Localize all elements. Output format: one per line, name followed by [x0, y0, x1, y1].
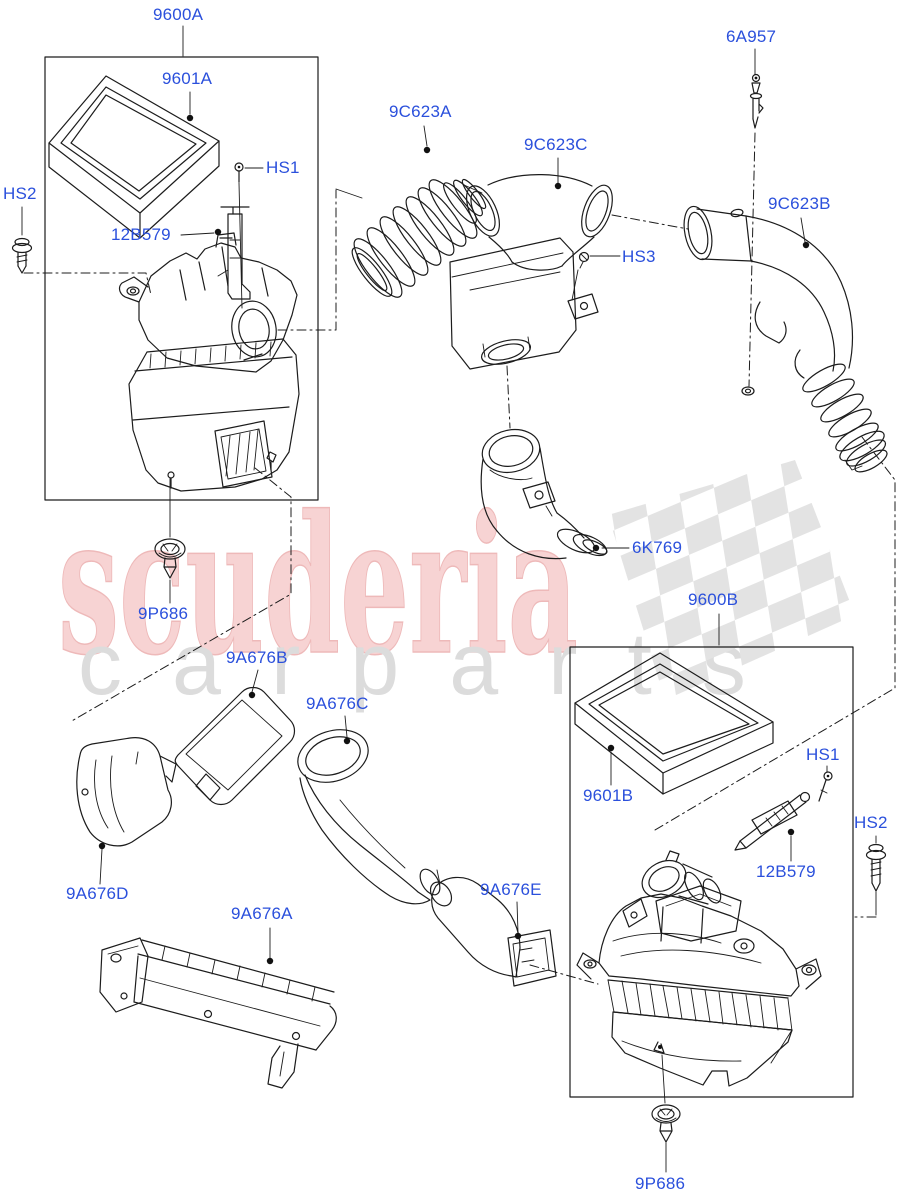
part-label-9p686-a[interactable]: 9P686 [138, 604, 189, 623]
part-label-hs1-a[interactable]: HS1 [266, 158, 300, 177]
screw-hs1-a-icon [234, 162, 244, 309]
assembly-box-9600b [569, 646, 854, 1098]
bolt-hs3-icon [571, 251, 590, 301]
elbow-pipe [480, 428, 608, 560]
part-label-9a676d[interactable]: 9A676D [66, 884, 129, 903]
air-cleaner-housing-a [118, 232, 300, 492]
part-label-6a957[interactable]: 6A957 [726, 27, 777, 46]
grommet-a-icon [154, 538, 186, 579]
part-label-9c623a[interactable]: 9C623A [389, 102, 452, 121]
brand-watermark-text: scuderia [58, 474, 578, 697]
air-duct-9a676d [76, 737, 177, 847]
part-label-hs1-b[interactable]: HS1 [806, 745, 840, 764]
part-label-6k769[interactable]: 6K769 [632, 538, 683, 557]
brand-watermark-subtext: carparts [78, 614, 796, 713]
grommet-b-icon [651, 1104, 681, 1143]
air-duct-9a676a [99, 937, 337, 1089]
intake-bellows [351, 178, 487, 298]
connector-lines [23, 132, 896, 1173]
part-label-9c623b[interactable]: 9C623B [768, 194, 831, 213]
part-label-12b579-b[interactable]: 12B579 [756, 862, 816, 881]
intake-tube [683, 205, 888, 473]
sensor-6a957-icon [749, 73, 764, 129]
air-duct-9a676b [174, 686, 296, 806]
part-label-9601b[interactable]: 9601B [583, 786, 634, 805]
part-label-9601a[interactable]: 9601A [162, 69, 213, 88]
probe-12b579-b [734, 791, 811, 851]
leader-lines [21, 25, 877, 965]
checkered-flag-watermark [608, 460, 855, 700]
part-label-9a676e[interactable]: 9A676E [480, 880, 542, 899]
part-label-hs3[interactable]: HS3 [622, 247, 656, 266]
part-label-9600a[interactable]: 9600A [153, 5, 204, 24]
part-label-hs2-a[interactable]: HS2 [3, 184, 37, 203]
air-cleaner-housing-b [576, 885, 822, 1104]
part-label-12b579-a[interactable]: 12B579 [111, 225, 171, 244]
part-label-9p686-b[interactable]: 9P686 [635, 1174, 686, 1193]
part-label-hs2-b[interactable]: HS2 [854, 813, 888, 832]
screw-hs2-a-icon [11, 237, 33, 274]
part-label-9a676c[interactable]: 9A676C [306, 694, 369, 713]
screw-hs2-b-icon [865, 843, 887, 892]
air-duct-9a676e [429, 869, 557, 987]
part-label-9600b[interactable]: 9600B [688, 590, 739, 609]
part-label-9a676b[interactable]: 9A676B [226, 648, 288, 667]
maf-sensor-part [622, 850, 722, 928]
air-duct-9a676c [297, 729, 441, 905]
screw-hs1-b-icon [818, 771, 833, 802]
air-filter-element-a [48, 75, 220, 239]
assembly-box-9600a [44, 56, 319, 501]
part-label-9c623c[interactable]: 9C623C [524, 135, 588, 154]
air-filter-element-b [574, 652, 774, 795]
brand-watermark: scuderia carparts [57, 473, 796, 713]
part-label-9a676a[interactable]: 9A676A [231, 904, 293, 923]
mounting-bracket-a [217, 206, 251, 300]
y-duct-resonator [449, 174, 613, 370]
